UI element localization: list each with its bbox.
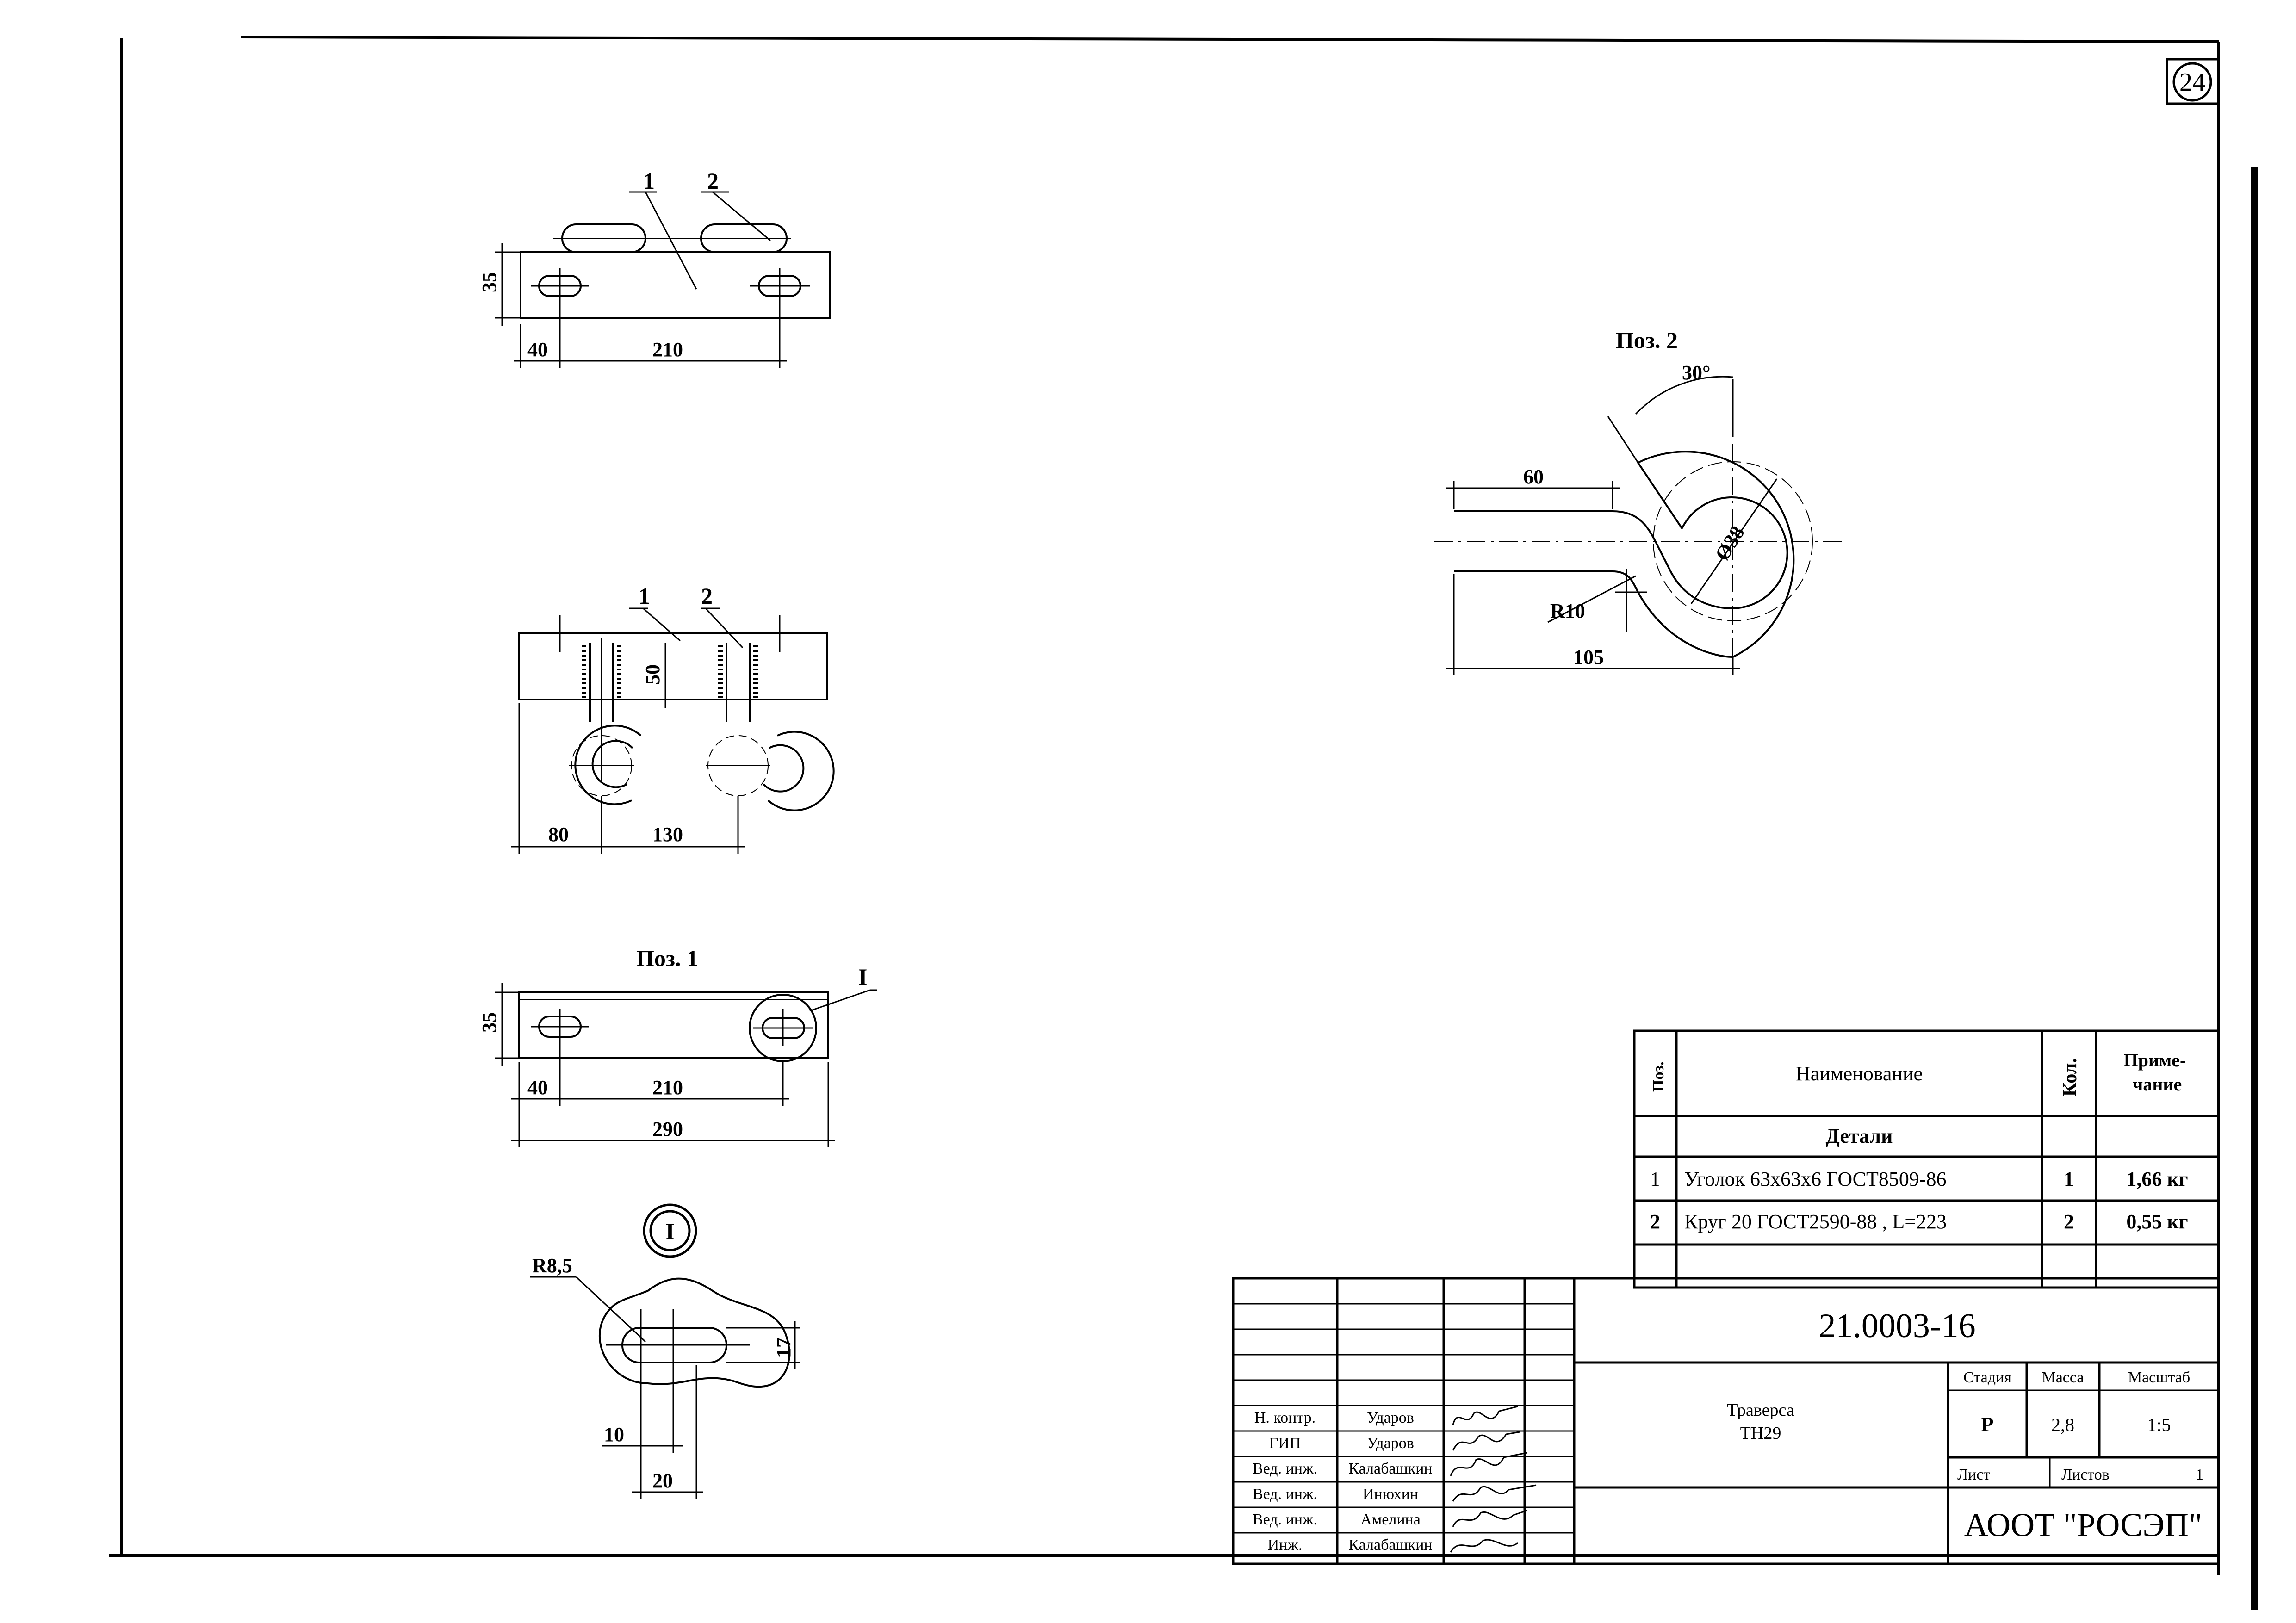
- view-top-callout-1: 1: [643, 168, 655, 194]
- role-4: Вед. инж.: [1253, 1486, 1317, 1503]
- role-5: Вед. инж.: [1253, 1511, 1317, 1528]
- pos2-dim-60: 60: [1523, 465, 1544, 488]
- spec-row-1-pos: 1: [1650, 1168, 1660, 1190]
- name-3: Калабашкин: [1348, 1460, 1432, 1477]
- name-2: Ударов: [1367, 1435, 1414, 1452]
- spec-row-2-name: Круг 20 ГОСТ2590-88 , L=223: [1684, 1210, 1947, 1233]
- spec-row-2-note: 0,55 кг: [2126, 1210, 2188, 1233]
- view-top-dim-210: 210: [652, 338, 683, 361]
- view-pos1: Поз. 1 I 35 40 210 290: [478, 945, 877, 1147]
- sheet-frame: [109, 36, 2258, 1610]
- view-top: 1 2 35 40 210: [478, 168, 831, 368]
- detail-I-dim-17: 17: [772, 1338, 795, 1358]
- view-top-dim-40: 40: [527, 338, 548, 361]
- title-block: 21.0003-16 Траверса ТН29 Стадия Масса Ма…: [1232, 1277, 2220, 1565]
- sheets-label: Листов: [2061, 1466, 2110, 1483]
- pos1-dim-35: 35: [478, 1012, 501, 1033]
- scale-label: Масштаб: [2128, 1369, 2190, 1386]
- pos2-title: Поз. 2: [1616, 327, 1678, 353]
- name-6: Калабашкин: [1348, 1536, 1432, 1554]
- spec-header-name: Наименование: [1796, 1062, 1923, 1085]
- name-1: Ударов: [1367, 1409, 1414, 1426]
- pos1-detail-ref: I: [858, 964, 867, 990]
- item-name-line2: ТН29: [1740, 1424, 1781, 1443]
- view-top-callout-2: 2: [707, 168, 719, 194]
- spec-table: Поз. Наименование Кол. Приме- чание Дета…: [1633, 1029, 2220, 1289]
- spec-row-1-note: 1,66 кг: [2126, 1168, 2188, 1190]
- role-6: Инж.: [1268, 1536, 1303, 1554]
- view-front-dim-130: 130: [652, 823, 683, 846]
- spec-row-2-qty: 2: [2064, 1210, 2074, 1233]
- signatures: [1450, 1406, 1537, 1553]
- detail-I: I R8,5 17 10 20: [530, 1203, 800, 1499]
- pos1-dim-210: 210: [652, 1076, 683, 1099]
- spec-section-title: Детали: [1826, 1125, 1893, 1147]
- detail-I-dim-20: 20: [652, 1469, 673, 1492]
- detail-I-label: I: [665, 1218, 674, 1244]
- spec-row-1-name: Уголок 63х63х6 ГОСТ8509-86: [1684, 1168, 1947, 1190]
- pos2-dim-30deg: 30°: [1682, 361, 1711, 384]
- spec-header-note: Приме- чание: [2124, 1050, 2191, 1095]
- role-1: Н. контр.: [1254, 1409, 1316, 1426]
- spec-header-note-l2: чание: [2133, 1074, 2182, 1095]
- pos2-dim-r10: R10: [1550, 600, 1585, 622]
- spec-row-1-qty: 1: [2064, 1168, 2074, 1190]
- view-front-callout-2: 2: [701, 583, 713, 609]
- pos1-dim-40: 40: [527, 1076, 548, 1099]
- item-name-line1: Траверса: [1727, 1400, 1794, 1420]
- view-front-dim-80: 80: [548, 823, 569, 846]
- sheet-number-badge: 24: [2166, 58, 2220, 105]
- view-front-dim-50: 50: [641, 664, 664, 685]
- sheets-count: 1: [2196, 1466, 2203, 1483]
- role-3: Вед. инж.: [1253, 1460, 1317, 1477]
- scale-value: 1:5: [2147, 1414, 2171, 1435]
- pos1-dim-290: 290: [652, 1118, 683, 1140]
- name-5: Амелина: [1360, 1511, 1421, 1528]
- spec-header-pos: Поз.: [1650, 1061, 1667, 1092]
- doc-code: 21.0003-16: [1818, 1307, 1975, 1345]
- detail-I-dim-10: 10: [604, 1423, 624, 1446]
- view-top-dim-35: 35: [478, 272, 501, 292]
- sheet-number: 24: [2179, 68, 2205, 97]
- stage-value: Р: [1981, 1413, 1994, 1436]
- spec-header-qty: Кол.: [2060, 1058, 2081, 1096]
- pos2-dim-105: 105: [1573, 646, 1604, 669]
- mass-label: Масса: [2042, 1369, 2084, 1386]
- spec-header-note-l1: Приме-: [2124, 1050, 2186, 1071]
- role-2: ГИП: [1269, 1435, 1301, 1452]
- view-pos2: Поз. 2 30° 60: [1434, 327, 1844, 675]
- organization: АООТ "РОСЭП": [1964, 1506, 2203, 1543]
- name-4: Инюхин: [1363, 1486, 1418, 1503]
- mass-value: 2,8: [2051, 1414, 2074, 1435]
- view-front: 1 2 50 80 130: [511, 583, 835, 854]
- sheet-label: Лист: [1957, 1466, 1990, 1483]
- pos1-title: Поз. 1: [636, 945, 698, 971]
- view-front-callout-1: 1: [639, 583, 650, 609]
- detail-I-dim-r8-5: R8,5: [532, 1254, 572, 1277]
- stage-label: Стадия: [1963, 1369, 2011, 1386]
- spec-row-2-pos: 2: [1650, 1210, 1660, 1233]
